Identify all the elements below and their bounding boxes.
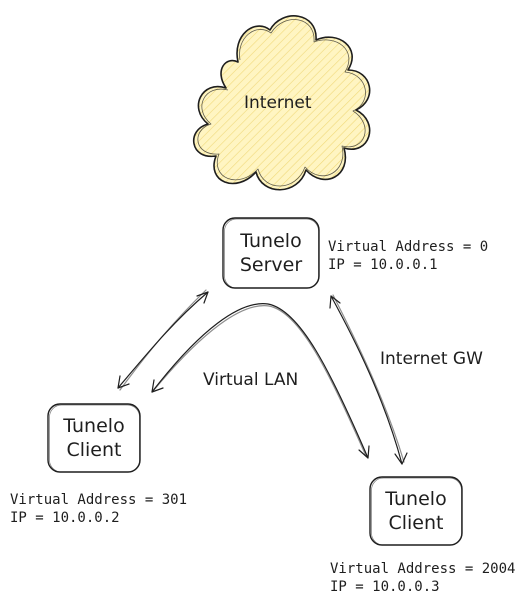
client-right-node-line1: Tunelo [385, 488, 447, 510]
client-left-ip: IP = 10.0.0.2 [10, 510, 120, 526]
client-right-node-line2: Client [388, 512, 444, 534]
virtual-lan-label: Virtual LAN [203, 370, 299, 390]
client-left-node-line2: Client [66, 439, 122, 461]
internet-gw-label: Internet GW [380, 349, 483, 369]
server-virtual-address: Virtual Address = 0 [328, 239, 489, 255]
edge-server-client-left [117, 289, 209, 391]
client-left-node-label: Tunelo Client [48, 414, 140, 462]
client-left-virtual-address: Virtual Address = 301 [10, 492, 188, 508]
server-node-label: Tunelo Server [223, 229, 319, 277]
client-left-node-box [47, 403, 141, 473]
edge-internet-gw [329, 294, 408, 465]
client-left-node-line1: Tunelo [63, 415, 125, 437]
client-right-ip: IP = 10.0.0.3 [330, 579, 440, 595]
internet-label: Internet [244, 93, 312, 113]
server-note: Virtual Address = 0 IP = 10.0.0.1 [328, 238, 488, 274]
client-right-node-label: Tunelo Client [370, 487, 462, 535]
server-ip: IP = 10.0.0.1 [328, 257, 438, 273]
client-right-note: Virtual Address = 2004 IP = 10.0.0.3 [330, 560, 515, 596]
server-node-box [222, 217, 320, 289]
client-left-note: Virtual Address = 301 IP = 10.0.0.2 [10, 491, 187, 527]
edge-virtual-lan-arch [151, 303, 370, 459]
server-node-line1: Tunelo [240, 230, 302, 252]
internet-cloud-icon [192, 15, 371, 191]
client-right-node-box [369, 476, 463, 546]
server-node-line2: Server [239, 254, 303, 276]
client-right-virtual-address: Virtual Address = 2004 [330, 561, 516, 577]
